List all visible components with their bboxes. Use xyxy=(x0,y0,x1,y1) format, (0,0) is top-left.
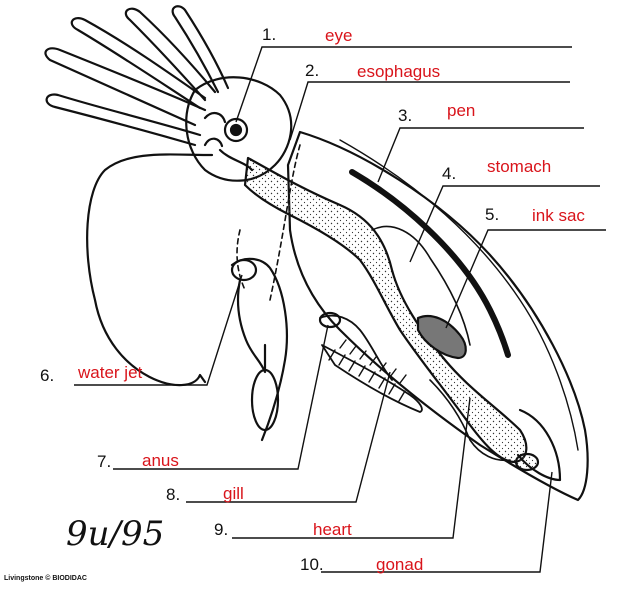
label-answer-ink-sac: ink sac xyxy=(532,206,585,225)
leader-lines xyxy=(74,46,606,573)
leader-3 xyxy=(377,127,584,183)
leader-4 xyxy=(409,185,600,263)
label-answer-gill: gill xyxy=(223,484,244,503)
label-answer-esophagus: esophagus xyxy=(357,62,440,81)
label-number-1: 1. xyxy=(262,25,276,44)
label-answer-stomach: stomach xyxy=(487,157,551,176)
label-answers: eye esophagus pen stomach ink sac water … xyxy=(77,26,585,574)
leader-1 xyxy=(235,46,572,123)
leader-10 xyxy=(321,471,553,573)
label-answer-pen: pen xyxy=(447,101,475,120)
label-number-5: 5. xyxy=(485,205,499,224)
label-answer-water-jet: water jet xyxy=(77,363,143,382)
label-number-6: 6. xyxy=(40,366,54,385)
gonad-drawing xyxy=(514,452,540,472)
label-number-2: 2. xyxy=(305,61,319,80)
eye-drawing xyxy=(223,117,249,143)
long-tentacle xyxy=(86,153,214,387)
label-number-3: 3. xyxy=(398,106,412,125)
credit-line: Livingstone © BIODIDAC xyxy=(4,574,87,582)
leader-8 xyxy=(186,371,391,503)
label-answer-gonad: gonad xyxy=(376,555,423,574)
label-number-4: 4. xyxy=(442,164,456,183)
squid-drawing xyxy=(44,5,589,502)
arms xyxy=(44,5,230,147)
mantle-outline xyxy=(286,130,589,502)
label-number-9: 9. xyxy=(214,520,228,539)
leader-5 xyxy=(445,229,606,329)
label-number-10: 10. xyxy=(300,555,324,574)
label-answer-anus: anus xyxy=(142,451,179,470)
handwritten-signature: 9u/95 xyxy=(66,514,164,554)
label-answer-eye: eye xyxy=(325,26,352,45)
ink-sac-drawing xyxy=(416,314,467,360)
head-outline xyxy=(185,76,293,182)
gill-drawing xyxy=(321,339,423,413)
funnel-drawing xyxy=(230,257,288,442)
leader-6 xyxy=(74,274,243,386)
pen-drawing xyxy=(349,169,511,358)
label-number-7: 7. xyxy=(97,452,111,471)
leader-9 xyxy=(232,397,471,539)
label-answer-heart: heart xyxy=(313,520,352,539)
label-numbers: 1. 2. 3. 4. 5. 6. 7. 8. 9. 10. xyxy=(40,25,499,574)
leader-2 xyxy=(289,81,570,141)
esophagus-stomach xyxy=(243,156,528,464)
label-number-8: 8. xyxy=(166,485,180,504)
leader-7 xyxy=(113,324,329,470)
